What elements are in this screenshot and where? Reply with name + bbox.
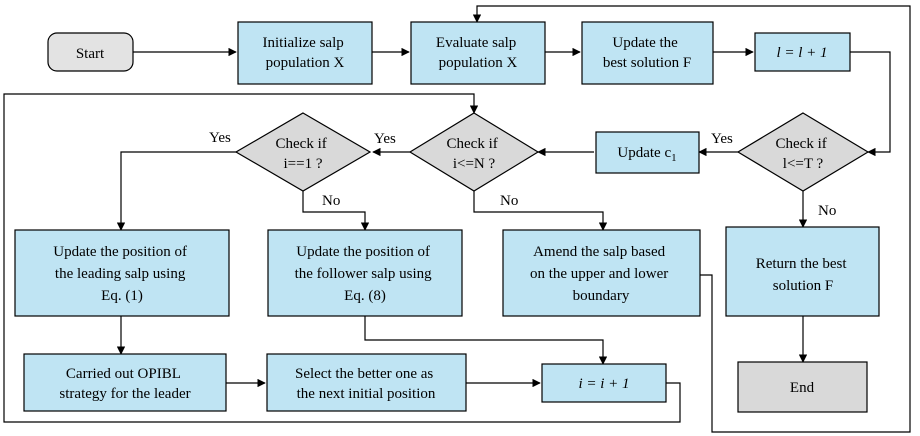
update-leader-label: Update the position of the leading salp … [53, 244, 190, 304]
node-labels: Start Initialize salp population X Evalu… [53, 35, 851, 402]
return-best-label: Return the best solution F [756, 256, 851, 294]
update-c1-label: Update c1 [617, 145, 676, 164]
increment-l-box [754, 32, 851, 72]
evaluate-population-box [410, 21, 546, 85]
check-t-yes-label: Yes [711, 131, 733, 147]
edge-increment-l-to-check-t [850, 51, 891, 157]
check-i1-no-label: No [322, 193, 340, 209]
edge-check-i1-yes-to-leader [116, 151, 236, 231]
check-t-decision [736, 112, 870, 192]
return-best-box [725, 226, 880, 317]
connectors [3, 5, 911, 433]
end-label: End [790, 380, 815, 396]
increment-l-label: l = l + 1 [776, 45, 827, 61]
edge-labels: Yes No Yes No Yes No [209, 130, 836, 219]
edge-amend-loop-to-eval [472, 5, 911, 433]
update-best-label: Update the best solution F [603, 35, 691, 71]
amend-boundary-box [502, 229, 701, 317]
nodes [14, 21, 880, 413]
check-t-no-label: No [818, 203, 836, 219]
update-best-solution-box [581, 21, 714, 85]
initialize-label: Initialize salp population X [263, 35, 348, 71]
check-t-label: Check if l<=T ? [776, 136, 831, 172]
increment-i-box [541, 363, 667, 403]
end-terminal [737, 361, 868, 413]
check-i1-decision [234, 112, 372, 192]
opibl-box [23, 353, 227, 412]
edge-check-n-no-to-amend [473, 191, 608, 231]
check-i1-yes-label: Yes [209, 130, 231, 146]
update-leader-box [14, 229, 230, 317]
select-better-box [266, 353, 467, 412]
opibl-label: Carried out OPIBL strategy for the leade… [59, 366, 190, 402]
update-follower-label: Update the position of the follower salp… [295, 244, 436, 304]
select-better-label: Select the better one as the next initia… [295, 366, 437, 402]
initialize-population-box [237, 21, 373, 85]
amend-label: Amend the salp based on the upper and lo… [530, 244, 672, 304]
check-n-label: Check if i<=N ? [447, 136, 502, 172]
increment-i-label: i = i + 1 [578, 376, 629, 392]
start-terminal [47, 32, 134, 72]
check-n-yes-label: Yes [374, 131, 396, 147]
edge-increment-i-loop-to-check-n [3, 93, 681, 423]
update-follower-box [267, 229, 463, 317]
check-n-no-label: No [500, 193, 518, 209]
edge-follower-to-increment-i [364, 316, 608, 365]
start-label: Start [76, 46, 105, 62]
check-n-decision [408, 112, 540, 192]
evaluate-label: Evaluate salp population X [436, 35, 520, 71]
update-c1-box [595, 131, 700, 174]
edge-check-i1-no-to-follower [302, 191, 370, 231]
check-i1-label: Check if i==1 ? [276, 136, 331, 172]
